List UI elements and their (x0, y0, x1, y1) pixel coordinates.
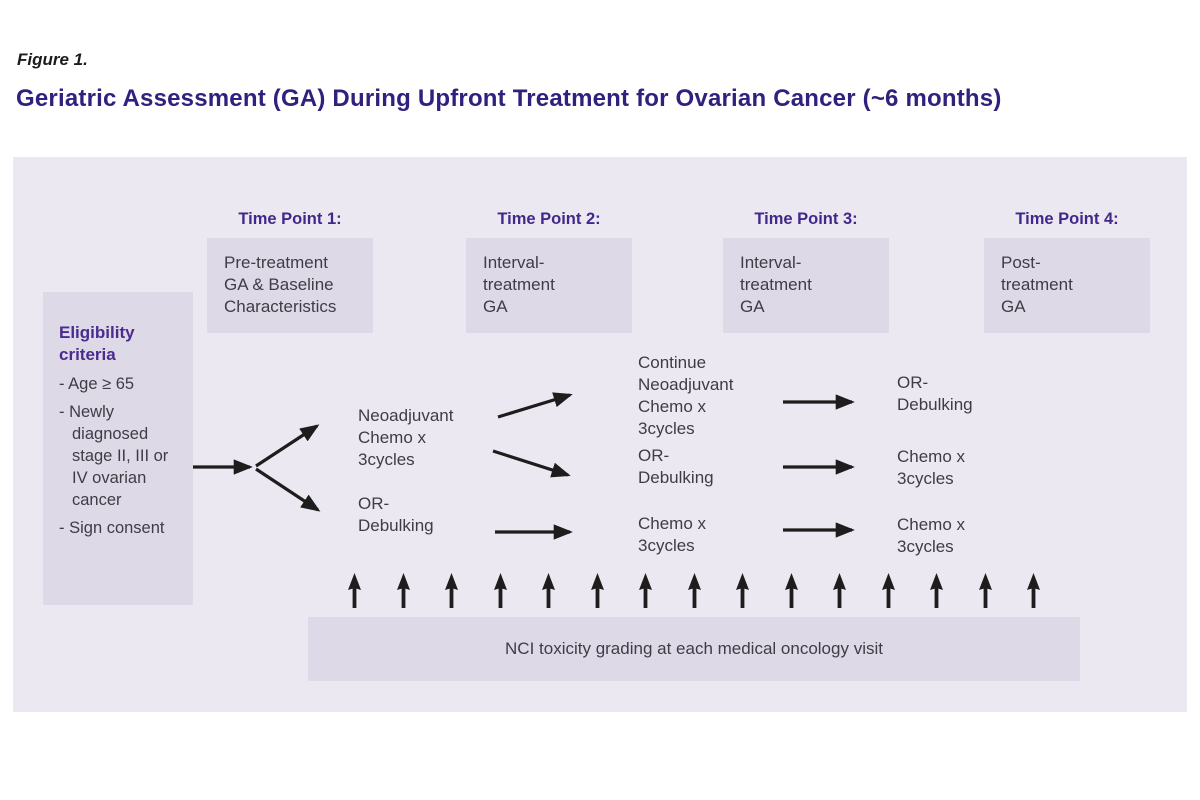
timepoint-2-header: Time Point 2: (497, 210, 601, 228)
toxicity-arrows-row (347, 572, 1041, 608)
diagram-panel: Time Point 1: Pre-treatment GA & Baselin… (13, 157, 1187, 712)
figure-title: Geriatric Assessment (GA) During Upfront… (16, 85, 1002, 112)
arrow-neoadjuvant-to-continue (497, 392, 573, 419)
flow-node-chemo-3cycles-2: Chemo x 3cycles (897, 447, 966, 488)
toxicity-up-arrow-icon (736, 573, 749, 608)
eligibility-item-consent: Sign consent (59, 517, 185, 539)
timepoint-3-box: Interval- treatment GA (723, 238, 889, 333)
flow-node-neoadjuvant-chemo: Neoadjuvant Chemo x 3cycles (358, 406, 454, 469)
toxicity-up-arrow-icon (542, 573, 555, 608)
flow-node-or-debulking-2: OR- Debulking (638, 446, 714, 487)
timepoint-4-header: Time Point 4: (1015, 210, 1119, 228)
nci-toxicity-label: NCI toxicity grading at each medical onc… (505, 639, 883, 658)
toxicity-up-arrow-icon (493, 573, 507, 608)
toxicity-up-arrow-icon (590, 573, 604, 608)
toxicity-up-arrow-icon (396, 573, 410, 608)
arrow-fork-up (255, 424, 320, 468)
toxicity-up-arrow-icon (445, 573, 458, 608)
flow-node-chemo-3cycles-1: Chemo x 3cycles (638, 514, 707, 555)
toxicity-up-arrow-icon (348, 573, 361, 608)
flow-node-chemo-3cycles-3: Chemo x 3cycles (897, 515, 966, 556)
nci-toxicity-box: NCI toxicity grading at each medical onc… (308, 617, 1080, 681)
flow-arrows-graphic (193, 392, 855, 540)
toxicity-up-arrow-icon (687, 573, 701, 608)
eligibility-box: Eligibility criteria Age ≥ 65 Newly diag… (43, 292, 193, 605)
flow-node-or-debulking-3: OR- Debulking (897, 373, 973, 414)
eligibility-heading: Eligibility criteria (59, 323, 135, 364)
toxicity-up-arrow-icon (1027, 573, 1040, 608)
toxicity-up-arrow-icon (930, 573, 943, 608)
toxicity-up-arrow-icon (784, 573, 798, 608)
figure-label: Figure 1. (17, 50, 88, 69)
toxicity-up-arrow-icon (639, 573, 652, 608)
timepoint-4-box: Post- treatment GA (984, 238, 1150, 333)
toxicity-up-arrow-icon (881, 573, 895, 608)
eligibility-item-age: Age ≥ 65 (59, 373, 185, 395)
toxicity-up-arrow-icon (833, 573, 846, 608)
arrow-fork-down (255, 467, 321, 512)
timepoint-2-box: Interval- treatment GA (466, 238, 632, 333)
timepoint-1-header: Time Point 1: (238, 210, 342, 228)
arrow-neoadjuvant-to-debulking (492, 449, 571, 478)
toxicity-up-arrow-icon (978, 573, 992, 608)
flow-node-or-debulking-1: OR- Debulking (358, 494, 434, 535)
eligibility-item-diagnosis: Newly diagnosed stage II, III or IV ovar… (59, 401, 185, 511)
eligibility-list: Age ≥ 65 Newly diagnosed stage II, III o… (59, 373, 185, 539)
flow-node-continue-neoadjuvant: Continue Neoadjuvant Chemo x 3cycles (638, 353, 734, 438)
timepoint-1-box: Pre-treatment GA & Baseline Characterist… (207, 238, 373, 333)
timepoint-3-header: Time Point 3: (754, 210, 858, 228)
